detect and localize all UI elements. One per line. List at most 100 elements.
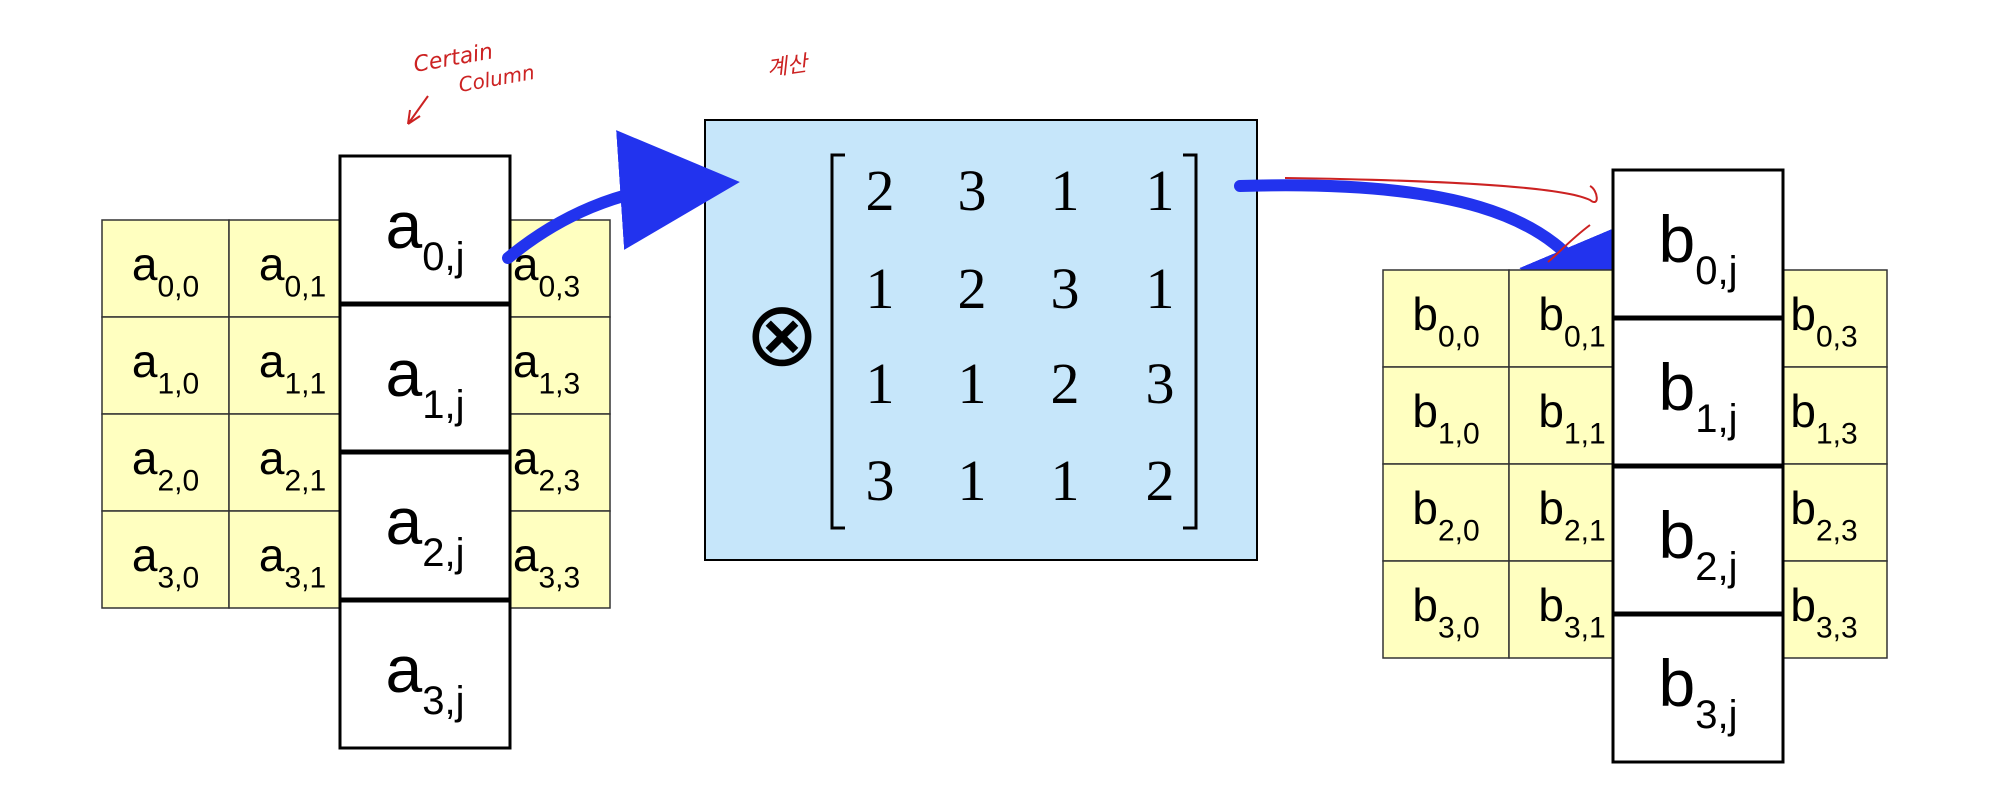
column-cell-box [338,154,512,306]
right-bracket [1183,153,1198,530]
column-cell-box [1611,168,1785,320]
column-cell-label-letter: a [386,188,423,262]
grid-cell-label-letter: b [1412,579,1438,631]
column-cell-label-letter: a [386,484,423,558]
column-cell-label: b2,j [1659,498,1738,589]
grid-cell-label-subscript: 0,0 [1438,321,1480,354]
grid-cell-label: a3,3 [513,529,580,595]
column-cell: b0,j [1611,168,1785,320]
column-cell: b3,j [1611,612,1785,764]
matrix-value: 3 [1051,256,1080,321]
grid-cell-label-letter: a [259,335,285,387]
state-b-column: b0,jb1,jb2,jb3,j [1611,168,1785,764]
grid-cell-label-subscript: 2,0 [157,465,199,498]
grid-cell-label-letter: b [1538,288,1564,340]
grid-cell-label-subscript: 3,3 [1816,612,1858,645]
grid-cell-label: a1,1 [259,335,326,401]
grid-cell-label: a0,0 [132,238,199,304]
grid-cell-label-subscript: 3,1 [1564,612,1606,645]
grid-cell-label: b3,3 [1790,579,1857,645]
grid-cell-label-letter: a [259,238,285,290]
grid-cell: a3,0 [101,510,230,609]
grid-cell-label: a0,1 [259,238,326,304]
grid-cell-label-letter: a [513,335,539,387]
column-cell-label-letter: a [386,336,423,410]
matrix-value: 3 [1146,351,1175,416]
column-cell-label-letter: b [1659,202,1696,276]
grid-cell-label: b0,0 [1412,288,1479,354]
left-bracket [830,153,845,530]
column-cell-label: a2,j [386,484,465,575]
column-cell-label: b0,j [1659,202,1738,293]
grid-cell-label-letter: b [1790,288,1816,340]
grid-cell-label: b3,1 [1538,579,1605,645]
column-cell-label-subscript: 3,j [1695,693,1737,737]
matrix-value: 2 [1146,448,1175,513]
grid-cell: a1,1 [228,316,357,415]
column-cell-label: a3,j [386,632,465,723]
grid-cell-label: b2,0 [1412,482,1479,548]
column-cell: a1,j [338,302,512,454]
column-cell-box [338,302,512,454]
grid-cell-label: a1,0 [132,335,199,401]
column-cell-label: a0,j [386,188,465,279]
grid-cell-label-subscript: 2,3 [1816,515,1858,548]
annotation-red-curve [1284,177,1598,263]
grid-cell: a2,0 [101,413,230,512]
column-cell-box [1611,612,1785,764]
grid-cell-label-letter: a [259,529,285,581]
column-cell-box [338,450,512,602]
grid-cell-label-subscript: 3,0 [157,562,199,595]
column-cell-label-letter: a [386,632,423,706]
grid-cell: b1,0 [1382,366,1510,465]
grid-cell-label: b0,1 [1538,288,1605,354]
grid-cell-label: b2,3 [1790,482,1857,548]
grid-cell-label: b3,0 [1412,579,1479,645]
grid-cell-label-subscript: 1,0 [157,368,199,401]
grid-cell-label-letter: b [1538,579,1564,631]
matrix-value: 1 [1146,256,1175,321]
column-cell: a2,j [338,450,512,602]
grid-cell-label-subscript: 1,3 [538,368,580,401]
column-cell-box [1611,464,1785,616]
grid-cell-label-letter: a [132,238,158,290]
grid-cell-label: b1,1 [1538,385,1605,451]
grid-cell-label-subscript: 3,3 [538,562,580,595]
grid-cell: a1,0 [101,316,230,415]
column-cell-label-subscript: 1,j [1695,397,1737,441]
grid-cell-label-subscript: 2,0 [1438,515,1480,548]
grid-cell-label-subscript: 3,0 [1438,612,1480,645]
column-cell: b2,j [1611,464,1785,616]
column-cell-label-subscript: 2,j [422,531,464,575]
matrix-value: 1 [866,256,895,321]
column-cell: a3,j [338,598,512,750]
column-cell-box [1611,316,1785,468]
grid-cell: a2,1 [228,413,357,512]
matrix-value: 2 [958,256,987,321]
grid-cell-label: b1,0 [1412,385,1479,451]
matrix-value: 3 [958,158,987,223]
column-cell: b1,j [1611,316,1785,468]
grid-cell-label-subscript: 2,1 [1564,515,1606,548]
column-cell-label-subscript: 2,j [1695,545,1737,589]
grid-cell-label-letter: a [132,335,158,387]
grid-cell-label-subscript: 1,3 [1816,418,1858,451]
matrix-value: 1 [1051,448,1080,513]
grid-cell-label-letter: b [1412,385,1438,437]
grid-cell-label: a2,0 [132,432,199,498]
state-a-column: a0,ja1,ja2,ja3,j [338,154,512,750]
grid-cell-label-letter: b [1412,482,1438,534]
grid-cell: a0,0 [101,219,230,318]
grid-cell-label-subscript: 0,1 [284,271,326,304]
column-cell-box [338,598,512,750]
matrix-value: 1 [1146,158,1175,223]
grid-cell-label-subscript: 0,3 [1816,321,1858,354]
arrow-to-matrix [502,130,740,264]
grid-cell-label-letter: a [513,529,539,581]
column-cell-label-subscript: 3,j [422,679,464,723]
grid-cell-label-letter: b [1538,385,1564,437]
column-cell-label-subscript: 0,j [422,235,464,279]
grid-cell-label-letter: a [259,432,285,484]
grid-cell-label: b0,3 [1790,288,1857,354]
